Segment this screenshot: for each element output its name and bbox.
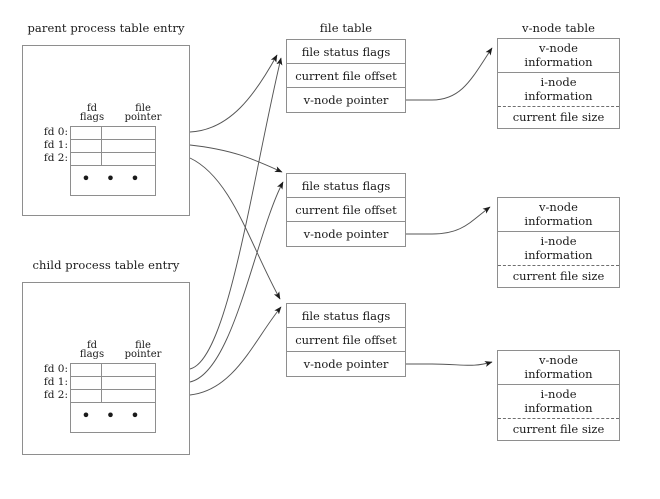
arrow-child-fd2-to-file3	[189, 306, 282, 396]
vnode-information-cell: v-node information	[498, 39, 619, 73]
arrow-parent-fd2-to-file3	[189, 157, 281, 300]
parent-fd-flags-header-line1: fd	[86, 103, 98, 114]
parent-fd-label-1: fd 1:	[43, 139, 68, 151]
parent-fd-row-1	[71, 140, 155, 153]
inode-information-line2: information	[524, 248, 593, 262]
vnode-information-line2: information	[524, 214, 593, 228]
child-fd-table: • • •	[70, 363, 156, 433]
vnode-information-line2: information	[524, 367, 593, 381]
file-status-flags-cell: file status flags	[287, 40, 405, 64]
file-table-caption: file table	[319, 21, 373, 35]
parent-fd-flags-header-line2: flags	[79, 112, 105, 123]
arrow-file3-to-vnode3	[431, 361, 493, 367]
inode-information-line1: i-node	[540, 75, 577, 89]
child-file-pointer-header-line1: file	[135, 340, 151, 351]
v-node-pointer-cell: v-node pointer	[303, 227, 389, 241]
current-file-size-cell: current file size	[512, 422, 605, 436]
file-table-entry-1: file status flags current file offset v-…	[286, 39, 406, 113]
vnode-table-caption: v-node table	[521, 21, 596, 35]
vnode-information-line1: v-node	[539, 353, 578, 367]
vnode-table-entry-1: v-node information i-node information cu…	[497, 38, 620, 129]
arrow-file2-to-vnode2	[431, 206, 491, 235]
vnode-information-line1: v-node	[539, 200, 578, 214]
parent-file-pointer-header-line2: pointer	[124, 112, 162, 123]
parent-fd-label-0: fd 0:	[43, 126, 68, 138]
vnode-information-line2: information	[524, 55, 593, 69]
file-table-entry-3: file status flags current file offset v-…	[286, 303, 406, 377]
v-node-pointer-cell: v-node pointer	[303, 357, 389, 371]
arrow-child-fd1-to-file2	[189, 181, 284, 383]
parent-fd-column-divider	[101, 127, 102, 166]
file-status-flags-cell: file status flags	[287, 304, 405, 328]
inode-information-line2: information	[524, 89, 593, 103]
inode-information-cell: i-node information	[498, 385, 619, 419]
current-file-offset-cell: current file offset	[287, 198, 405, 222]
vnode-information-cell: v-node information	[498, 198, 619, 232]
file-status-flags-cell: file status flags	[287, 174, 405, 198]
child-process-caption: child process table entry	[32, 258, 180, 272]
child-fd-flags-header-line1: fd	[86, 340, 98, 351]
child-fd-label-1: fd 1:	[43, 376, 68, 388]
current-file-offset-cell: current file offset	[287, 328, 405, 352]
current-file-size-cell: current file size	[512, 110, 605, 124]
vnode-table-entry-2: v-node information i-node information cu…	[497, 197, 620, 288]
parent-fd-row-2	[71, 153, 155, 166]
arrow-parent-fd1-to-file2	[189, 144, 283, 173]
child-fd-row-2	[71, 390, 155, 403]
parent-fd-label-2: fd 2:	[43, 152, 68, 164]
child-fd-label-0: fd 0:	[43, 363, 68, 375]
inode-information-cell: i-node information	[498, 73, 619, 107]
parent-fd-row-0	[71, 127, 155, 140]
vnode-table-entry-3: v-node information i-node information cu…	[497, 350, 620, 441]
child-fd-column-divider	[101, 364, 102, 403]
arrow-file1-to-vnode1	[431, 47, 493, 101]
parent-fd-ellipsis: • • •	[81, 169, 145, 188]
inode-information-line1: i-node	[540, 234, 577, 248]
inode-information-cell: i-node information	[498, 232, 619, 266]
v-node-pointer-cell: v-node pointer	[303, 93, 389, 107]
child-file-pointer-header-line2: pointer	[124, 349, 162, 360]
child-fd-flags-header-line2: flags	[79, 349, 105, 360]
child-fd-row-0	[71, 364, 155, 377]
child-fd-label-2: fd 2:	[43, 389, 68, 401]
file-table-entry-2: file status flags current file offset v-…	[286, 173, 406, 247]
parent-file-pointer-header-line1: file	[135, 103, 151, 114]
parent-process-caption: parent process table entry	[27, 21, 185, 35]
current-file-offset-cell: current file offset	[287, 64, 405, 88]
vnode-information-line1: v-node	[539, 41, 578, 55]
parent-fd-table: • • •	[70, 126, 156, 196]
arrow-child-fd0-to-file1	[189, 57, 283, 370]
arrow-parent-fd0-to-file1	[189, 54, 278, 133]
inode-information-line1: i-node	[540, 387, 577, 401]
vnode-information-cell: v-node information	[498, 351, 619, 385]
child-fd-ellipsis: • • •	[81, 406, 145, 425]
inode-information-line2: information	[524, 401, 593, 415]
child-fd-row-1	[71, 377, 155, 390]
current-file-size-cell: current file size	[512, 269, 605, 283]
